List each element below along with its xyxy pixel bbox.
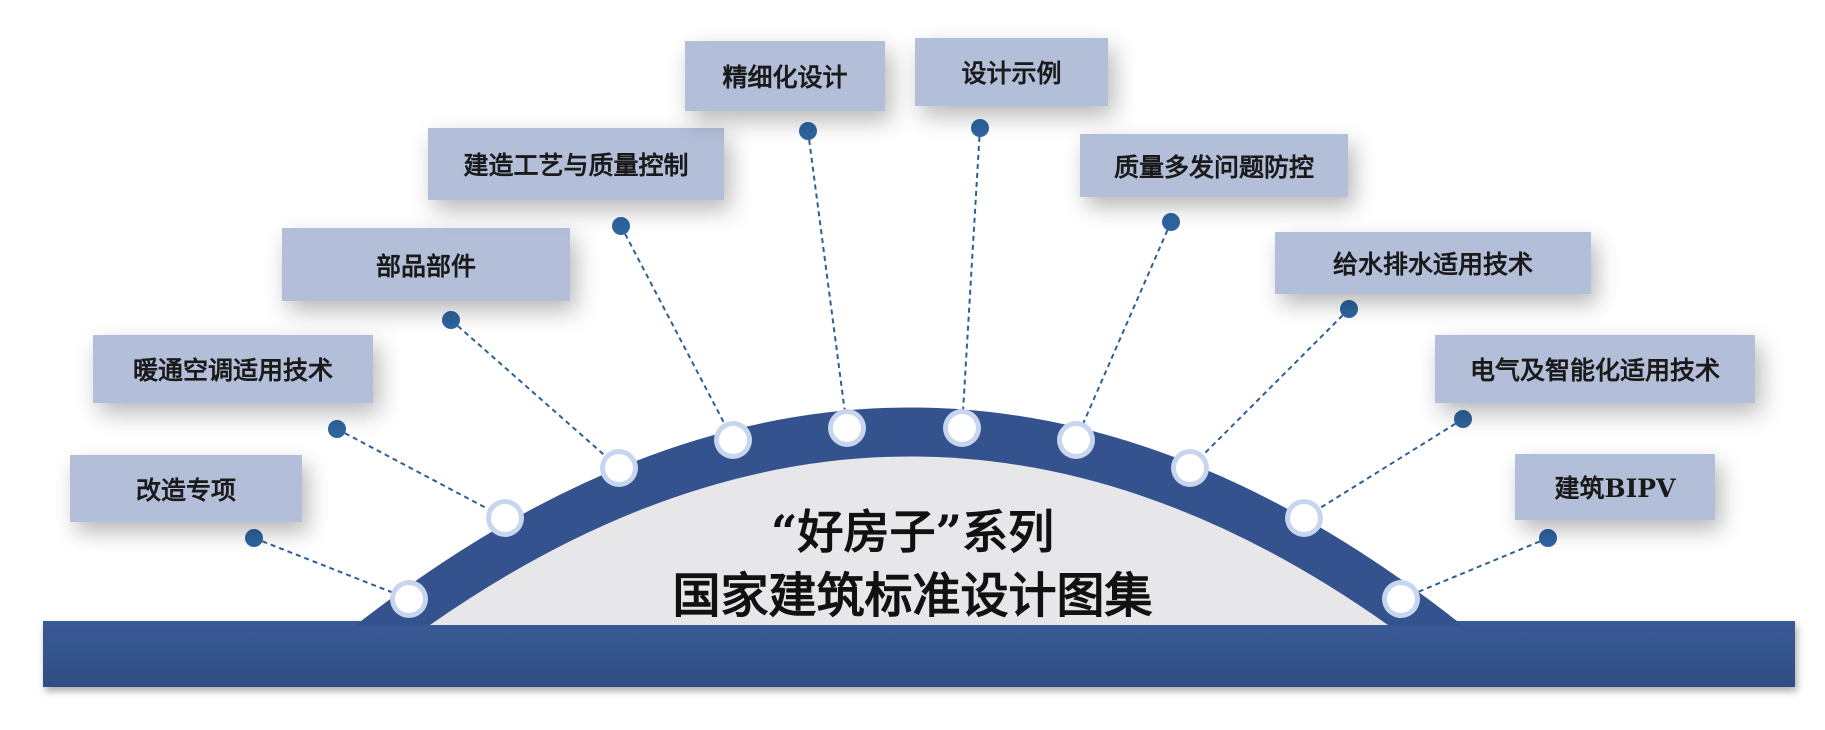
topic-box-10: 建筑BIPV bbox=[1515, 454, 1715, 520]
topic-box-1: 改造专项 bbox=[70, 455, 302, 522]
connector-dot-3 bbox=[442, 311, 460, 329]
topic-box-5: 精细化设计 bbox=[685, 41, 885, 111]
arch-node-4 bbox=[719, 426, 747, 454]
topic-box-9: 电气及智能化适用技术 bbox=[1435, 335, 1755, 403]
connector-dot-7 bbox=[1162, 213, 1180, 231]
connector-dot-1 bbox=[245, 529, 263, 547]
connector-lines bbox=[253, 127, 1549, 600]
connector-dot-10 bbox=[1539, 529, 1557, 547]
connector-line-2 bbox=[336, 428, 506, 519]
arch-node-9 bbox=[1290, 504, 1318, 532]
connector-line-3 bbox=[450, 319, 620, 469]
connector-dot-5 bbox=[799, 122, 817, 140]
topic-box-8: 给水排水适用技术 bbox=[1275, 232, 1591, 294]
connector-dot-2 bbox=[328, 420, 346, 438]
dome-interior bbox=[430, 456, 1388, 625]
connector-dot-4 bbox=[612, 217, 630, 235]
arch-node-10 bbox=[1387, 585, 1415, 613]
title-line-2: 国家建筑标准设计图集 bbox=[672, 568, 1153, 624]
topic-box-7: 质量多发问题防控 bbox=[1080, 134, 1348, 197]
connector-dot-8 bbox=[1340, 300, 1358, 318]
connector-line-5 bbox=[807, 130, 848, 429]
connector-line-8 bbox=[1189, 308, 1350, 469]
arch-node-2 bbox=[491, 504, 519, 532]
connector-line-6 bbox=[961, 127, 981, 429]
connector-end-dots bbox=[245, 119, 1557, 547]
topic-box-2: 暖通空调适用技术 bbox=[93, 335, 373, 403]
connector-dot-6 bbox=[971, 119, 989, 137]
arch-node-1 bbox=[395, 585, 423, 613]
arch-node-3 bbox=[605, 454, 633, 482]
connector-line-7 bbox=[1075, 221, 1172, 441]
connector-line-1 bbox=[253, 537, 410, 600]
topic-box-6: 设计示例 bbox=[915, 38, 1108, 106]
arch-node-7 bbox=[1062, 426, 1090, 454]
connector-line-9 bbox=[1303, 418, 1464, 519]
arch-nodes bbox=[390, 409, 1420, 618]
topic-box-4: 建造工艺与质量控制 bbox=[428, 128, 724, 200]
base-platform bbox=[43, 621, 1795, 687]
connector-line-4 bbox=[620, 225, 734, 441]
arch-node-5 bbox=[833, 414, 861, 442]
arch-node-8 bbox=[1176, 454, 1204, 482]
connector-dot-9 bbox=[1454, 410, 1472, 428]
title-line-1: “好房子”系列 bbox=[771, 505, 1054, 559]
topic-box-3: 部品部件 bbox=[282, 228, 570, 301]
arch-node-6 bbox=[948, 414, 976, 442]
